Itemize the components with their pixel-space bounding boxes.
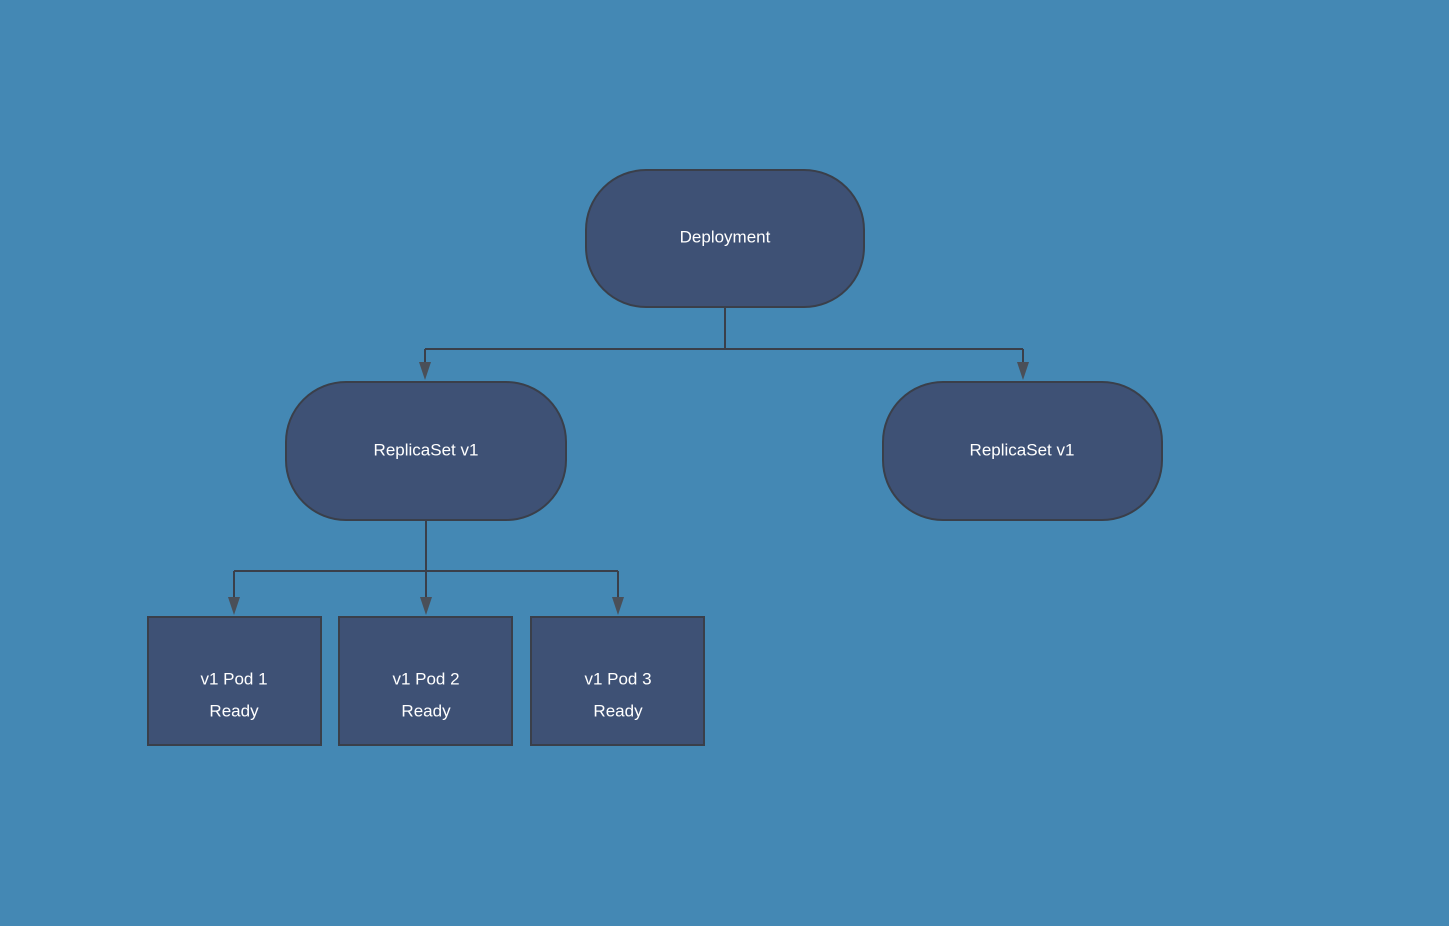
- node-pod-2-label-name: v1 Pod 2: [392, 669, 459, 688]
- arrowhead-rs-right-icon: [1017, 362, 1029, 380]
- node-replicaset-right-shape[interactable]: [882, 381, 1163, 521]
- arrowhead-rs-left-icon: [419, 362, 431, 380]
- node-replicaset-left-label: ReplicaSet v1: [374, 440, 479, 459]
- node-deployment-label: Deployment: [680, 227, 771, 246]
- node-replicaset-left[interactable]: ReplicaSet v1: [285, 381, 567, 521]
- node-pod-3[interactable]: v1 Pod 3 Ready: [530, 616, 705, 746]
- edge-deployment-to-replicasets: [419, 307, 1029, 380]
- node-pod-3-label-status: Ready: [593, 701, 643, 720]
- node-pod-2[interactable]: v1 Pod 2 Ready: [338, 616, 513, 746]
- node-pod-2-shape[interactable]: [338, 616, 513, 746]
- node-replicaset-right[interactable]: ReplicaSet v1: [882, 381, 1163, 521]
- node-deployment-shape[interactable]: [585, 169, 865, 308]
- node-pod-3-shape[interactable]: [530, 616, 705, 746]
- node-pod-1-shape[interactable]: [147, 616, 322, 746]
- edge-replicaset-to-pods: [228, 520, 624, 615]
- node-replicaset-right-label: ReplicaSet v1: [970, 440, 1075, 459]
- arrowhead-pod-3-icon: [612, 597, 624, 615]
- node-pod-1[interactable]: v1 Pod 1 Ready: [147, 616, 322, 746]
- arrowhead-pod-2-icon: [420, 597, 432, 615]
- node-pod-3-label-name: v1 Pod 3: [584, 669, 651, 688]
- node-pod-2-label-status: Ready: [401, 701, 451, 720]
- node-pod-1-label-status: Ready: [209, 701, 259, 720]
- node-deployment[interactable]: Deployment: [585, 169, 865, 308]
- node-replicaset-left-shape[interactable]: [285, 381, 567, 521]
- arrowhead-pod-1-icon: [228, 597, 240, 615]
- node-pod-1-label-name: v1 Pod 1: [200, 669, 267, 688]
